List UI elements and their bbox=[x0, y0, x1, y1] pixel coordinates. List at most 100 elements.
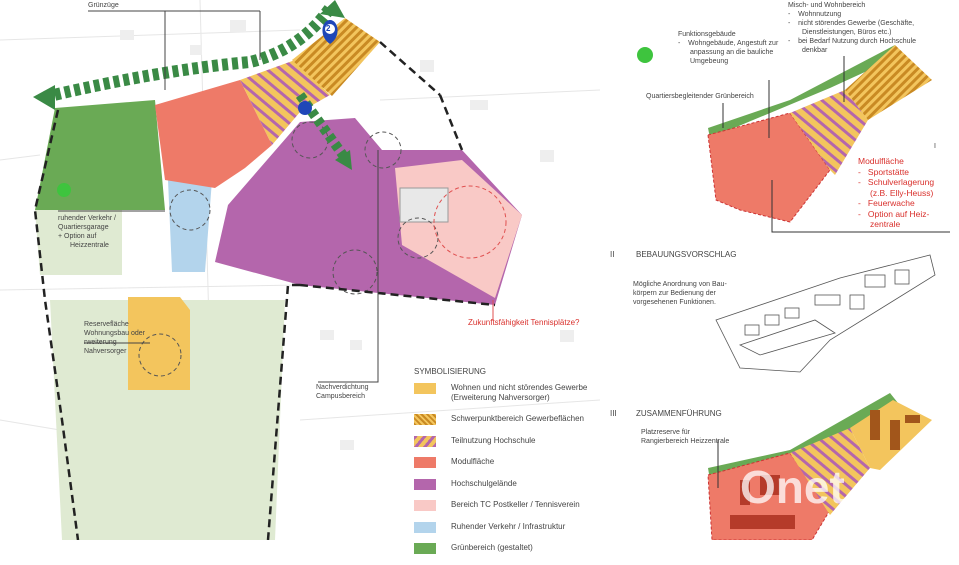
arrow-north-icon bbox=[320, 0, 345, 18]
tennis-circle bbox=[433, 185, 507, 259]
modul-item-text: (z.B. Elly-Heuss) bbox=[870, 187, 934, 198]
misch-item-text: bei Bedarf Nutzung durch Hochschule bbox=[798, 38, 917, 45]
section-title: ZUSAMMENFÜHRUNG bbox=[636, 409, 722, 418]
legend-swatch bbox=[414, 414, 436, 425]
street-grid bbox=[0, 0, 601, 540]
legend-swatch bbox=[414, 383, 436, 394]
misch-item-text: denkbar bbox=[802, 47, 828, 54]
section-title: BEBAUUNGSVORSCHLAG bbox=[636, 250, 737, 259]
section-2-text: Mögliche Anordnung von Bau- körpern zur … bbox=[633, 280, 727, 307]
misch-item: - Wohnnutzung bbox=[788, 11, 842, 18]
tennis-building bbox=[399, 187, 449, 223]
legend-title: SYMBOLISIERUNG bbox=[414, 367, 487, 376]
label-line: Quartiersgarage bbox=[58, 224, 109, 231]
legend-label: Bereich TC Postkeller / Tennisverein bbox=[451, 500, 580, 509]
funktion-item: - Wohngebäude, Angestuft zur bbox=[678, 40, 779, 47]
zone-light-green-north bbox=[35, 210, 122, 275]
section-numeral: II bbox=[610, 250, 615, 259]
misch-title: Misch- und Wohnbereich bbox=[788, 2, 866, 9]
misch-item-text: Dienstleistungen, Büros etc.) bbox=[802, 29, 892, 36]
site-plan-map bbox=[0, 0, 950, 540]
label-reserveflaeche: Reservefläche Wohnungsbau oder rweiterun… bbox=[84, 320, 145, 356]
modul-item: - Option auf Heiz- bbox=[858, 208, 930, 219]
text-line: Platzreserve für bbox=[641, 429, 691, 436]
label-line: Nahversorger bbox=[84, 348, 127, 355]
label-line: Nachverdichtung bbox=[316, 384, 369, 391]
section-numeral: III bbox=[610, 409, 617, 418]
legend-swatch bbox=[414, 457, 436, 468]
modul-title: Modulfläche bbox=[858, 156, 904, 166]
arrow-south-icon bbox=[335, 150, 352, 170]
pin-marker-2[interactable] bbox=[322, 20, 338, 44]
text-line: vorgesehenen Funktionen. bbox=[633, 299, 716, 306]
arrow-west-icon bbox=[33, 85, 55, 110]
funktion-title: Funktionsgebäude bbox=[678, 31, 736, 38]
legend-item: Bereich TC Postkeller / Tennisverein bbox=[414, 500, 587, 522]
project-boundary bbox=[33, 41, 496, 540]
label-nachverdichtung: Nachverdichtung Campusbereich bbox=[316, 383, 369, 401]
misch-item-text: nicht störendes Gewerbe (Geschäfte, bbox=[798, 20, 915, 27]
modul-item-text: Sportstätte bbox=[867, 166, 910, 177]
legend-swatch bbox=[414, 521, 436, 533]
modul-item-text: Option auf Heiz- bbox=[867, 208, 930, 219]
green-corridor bbox=[43, 4, 335, 103]
pin-marker-blue[interactable] bbox=[298, 101, 312, 115]
modul-item: - Feuerwache bbox=[858, 198, 915, 208]
legend-label: Ruhender Verkehr / Infrastruktur bbox=[451, 521, 566, 531]
text-line: Rangierbereich Heizzentrale bbox=[641, 438, 730, 445]
zone-gewerbe-stripes bbox=[292, 18, 380, 96]
misch-block: Misch- und Wohnbereich - Wohnnutzung - n… bbox=[788, 1, 916, 55]
funktion-block: Funktionsgebäude - Wohngebäude, Angestuf… bbox=[678, 30, 778, 66]
legend-item: Wohnen und nicht störendes Gewerbe(Erwei… bbox=[414, 383, 587, 414]
modul-item-text: zentrale bbox=[870, 219, 901, 229]
legend-item: Ruhender Verkehr / Infrastruktur bbox=[414, 521, 587, 544]
gruenzuege-leader bbox=[88, 10, 261, 90]
legend-swatch bbox=[414, 435, 436, 447]
funktion-item-text: anpassung an die bauliche bbox=[690, 49, 774, 56]
label-line: Reservefläche bbox=[84, 321, 129, 328]
misch-item: - bei Bedarf Nutzung durch Hochschule bbox=[788, 38, 917, 45]
funktion-item-text: Wohngebäude, Angestuft zur bbox=[688, 40, 779, 47]
label-line: Wohnungsbau oder bbox=[84, 330, 145, 337]
section-numeral-1: I bbox=[934, 143, 936, 150]
legend-label: Schwerpunktbereich Gewerbeflächen bbox=[451, 414, 584, 423]
legend-item: Teilnutzung Hochschule bbox=[414, 435, 587, 458]
modul-item: - Sportstätte bbox=[858, 166, 910, 177]
label-tennis: Zukunftsfähigkeit Tennisplätze? bbox=[468, 318, 580, 327]
legend-label: Hochschulgelände bbox=[451, 478, 517, 488]
legend-item: Grünbereich (gestaltet) bbox=[414, 543, 587, 565]
text-line: Mögliche Anordnung von Bau- bbox=[633, 281, 727, 288]
misch-item: - nicht störendes Gewerbe (Geschäfte, bbox=[788, 20, 915, 27]
section-3-text: Platzreserve für Rangierbereich Heizzent… bbox=[641, 428, 729, 446]
watermark-logo: Onet bbox=[740, 461, 845, 513]
section-2-heading: II BEBAUUNGSVORSCHLAG bbox=[610, 250, 736, 259]
label-gruenzuege: Grünzüge bbox=[88, 2, 119, 9]
diagram-merged bbox=[707, 393, 932, 540]
green-pushpin-icon[interactable] bbox=[57, 183, 71, 197]
diagram-building-proposal bbox=[715, 254, 936, 373]
gruen-label: Quartiersbegleitender Grünbereich bbox=[646, 93, 754, 100]
diagram-zoning bbox=[707, 45, 950, 233]
label-ruhender-verkehr: ruhender Verkehr / Quartiersgarage + Opt… bbox=[58, 214, 116, 250]
legend-swatch bbox=[414, 543, 436, 554]
label-line: + Option auf bbox=[58, 233, 97, 240]
label-line: rweiterung bbox=[84, 339, 117, 346]
legend-item: Modulfläche bbox=[414, 457, 587, 479]
label-line: Campusbereich bbox=[316, 393, 366, 400]
modul-item-text: Feuerwache bbox=[867, 198, 915, 208]
zone-blue-parking bbox=[168, 180, 212, 272]
modul-block: Modulfläche - Sportstätte - Schulverlage… bbox=[858, 156, 934, 230]
misch-item-text: Wohnnutzung bbox=[798, 11, 842, 18]
legend-label: Grünbereich (gestaltet) bbox=[451, 543, 533, 552]
green-pushpin-icon-panel[interactable] bbox=[637, 47, 653, 63]
legend-label-line: (Erweiterung Nahversorger) bbox=[451, 393, 550, 402]
section-3-heading: III ZUSAMMENFÜHRUNG bbox=[610, 409, 722, 418]
legend-label: Modulfläche bbox=[451, 457, 495, 466]
text-line: körpern zur Bedienung der bbox=[633, 290, 716, 297]
zone-light-green-south bbox=[50, 300, 285, 540]
legend-swatch bbox=[414, 500, 436, 511]
funktion-item-text: Umgebeung bbox=[690, 58, 729, 65]
legend-item: Hochschulgelände bbox=[414, 478, 587, 501]
zone-green bbox=[35, 100, 165, 210]
modul-item: - Schulverlagerung bbox=[858, 177, 935, 187]
